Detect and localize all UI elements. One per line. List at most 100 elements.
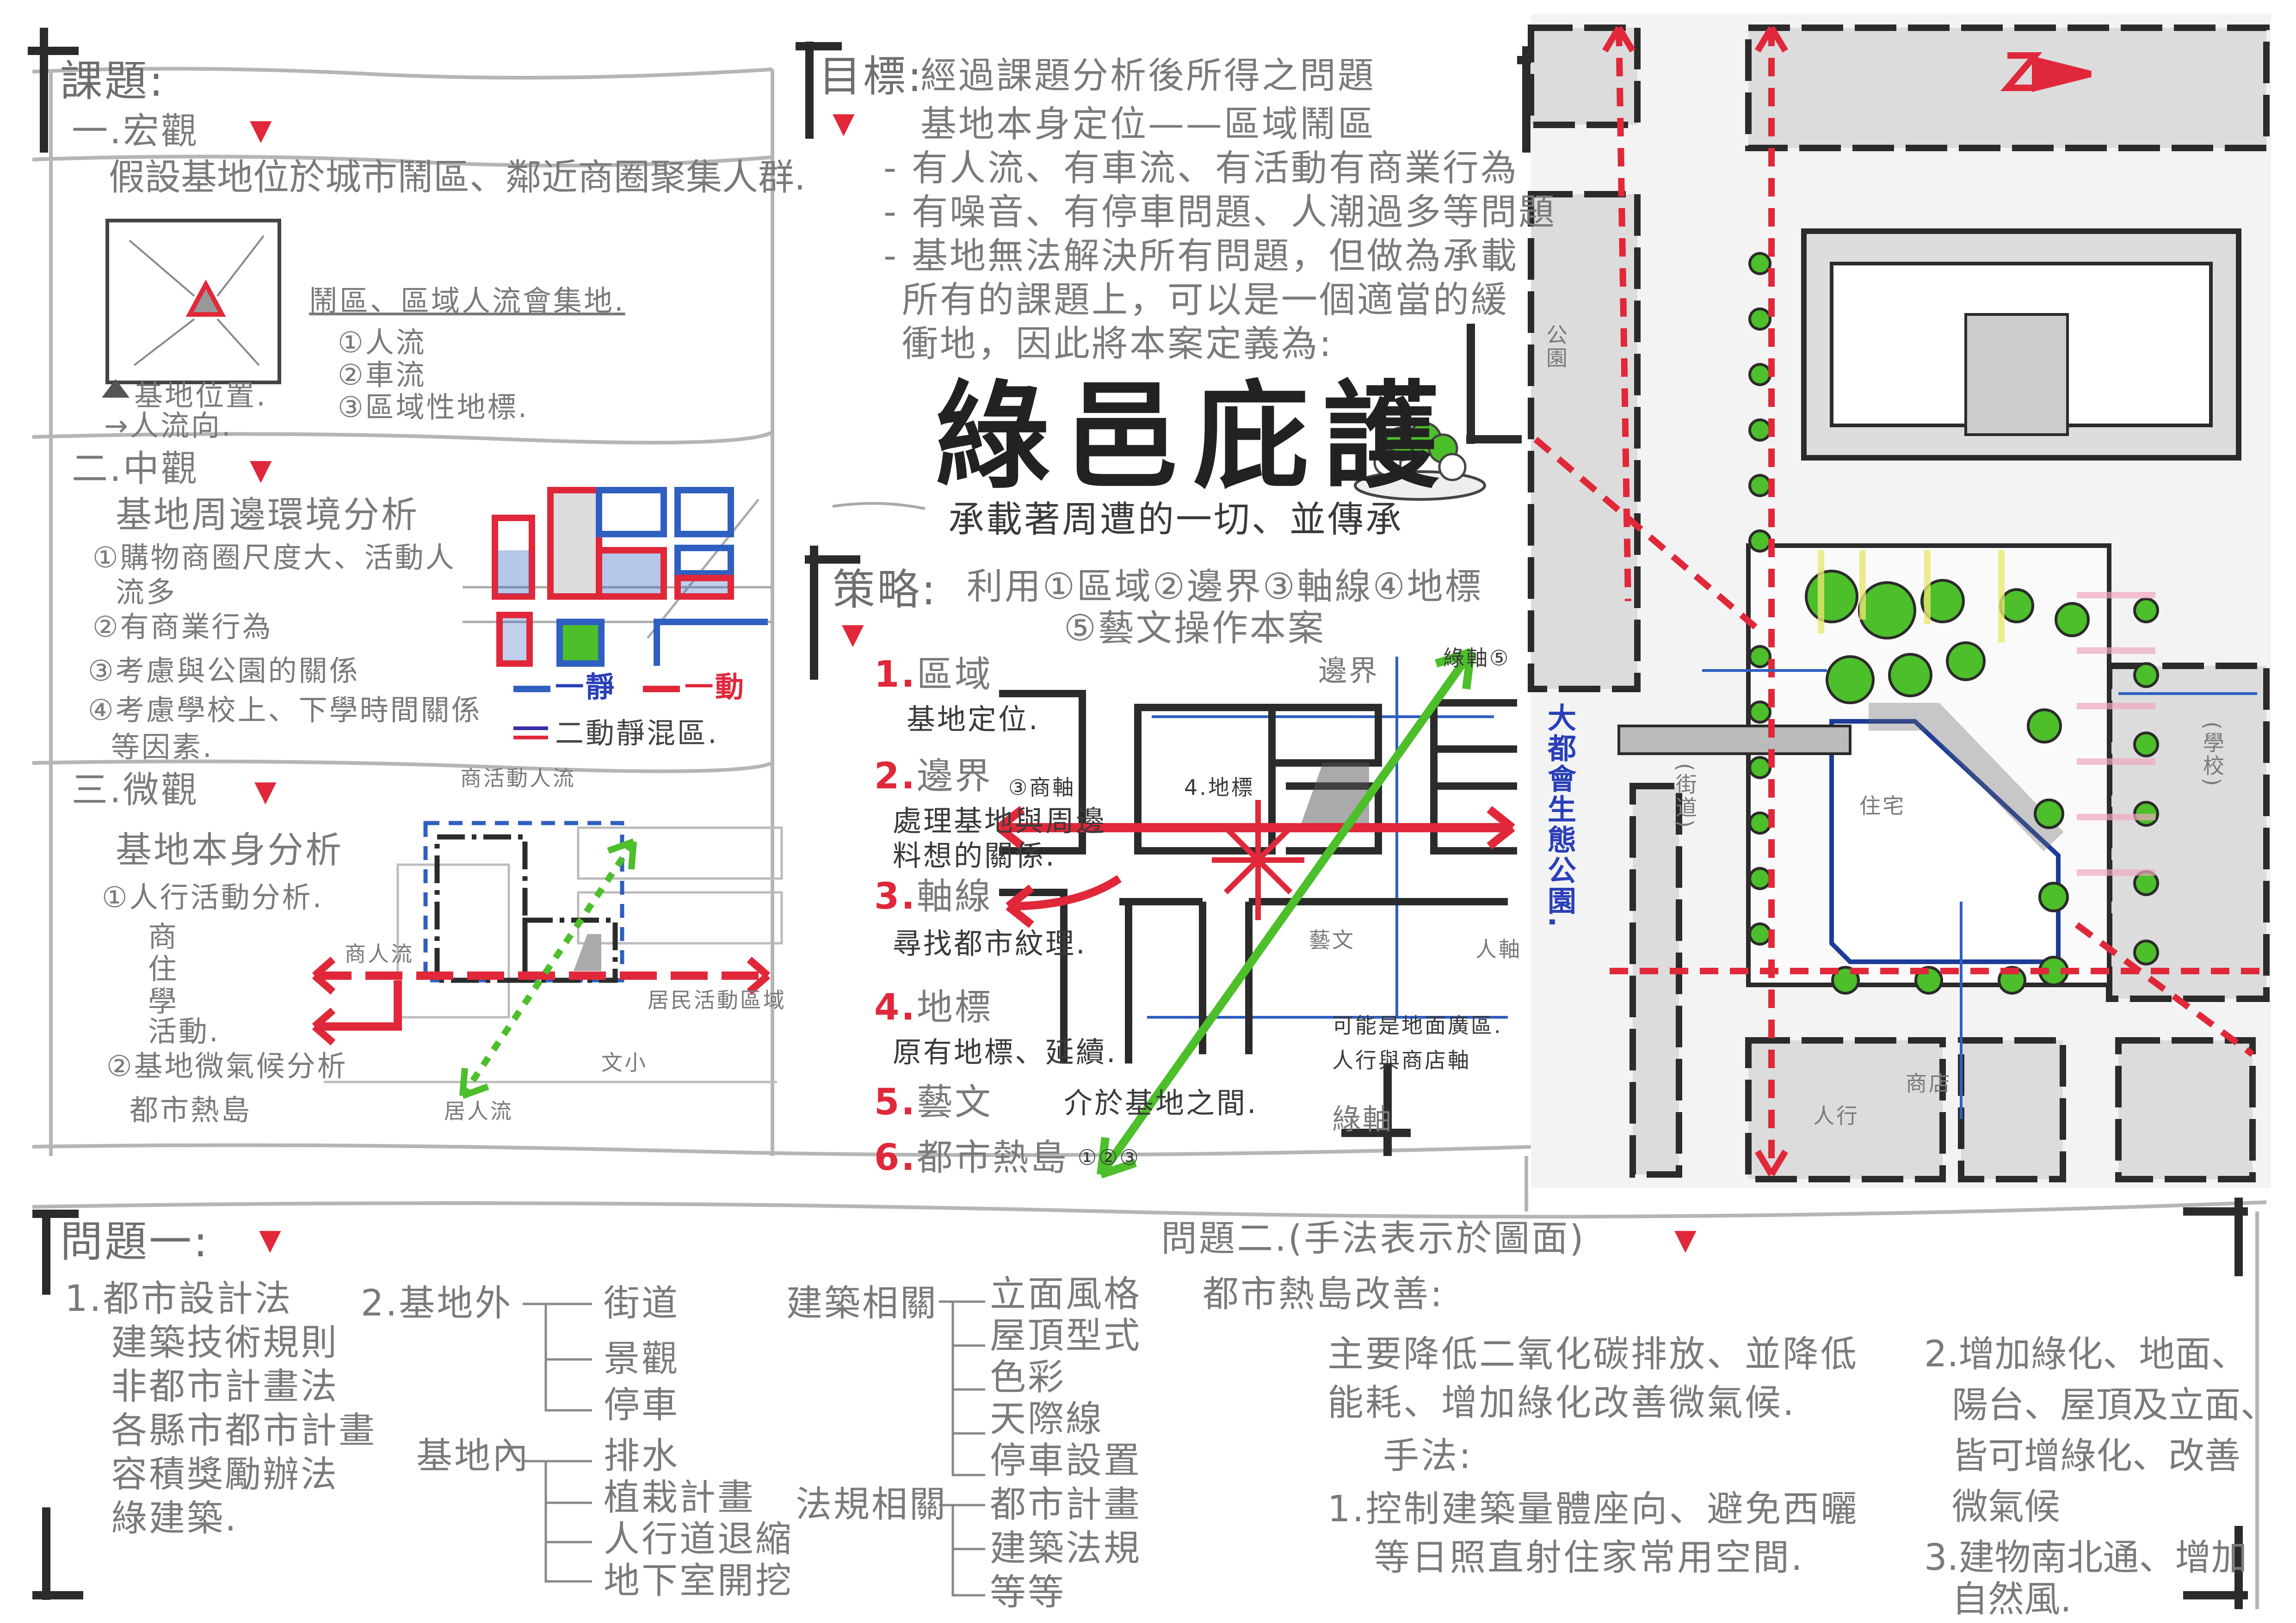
strategy-line: ⑤藝文操作本案	[1064, 608, 1326, 649]
diagram-label: 商人流	[345, 941, 414, 966]
strategy-label: 區域	[916, 654, 993, 695]
arch-item: 立面風格	[990, 1273, 1142, 1315]
project-title: 綠邑庇護	[934, 369, 1452, 504]
diagram-label: 綠軸⑤	[1443, 646, 1511, 670]
law-item: 容積獎勵辦法	[111, 1454, 339, 1495]
problem2-right-line: 皆可增綠化、改善	[1952, 1435, 2241, 1477]
school-label: (學校)	[2200, 721, 2225, 788]
strategy-label: 邊界	[916, 756, 993, 797]
legend-mixed: 二動靜混區.	[555, 716, 719, 750]
strategy-item-1: 1.區域	[874, 657, 993, 693]
meso-item: 等因素.	[111, 730, 214, 764]
goal-line: 經過課題分析後所得之問題	[920, 55, 1376, 97]
park-label: 大都會生態公園.	[1543, 703, 1576, 929]
goal-heading: 目標:	[819, 52, 924, 101]
diagram-label: 居民活動區域	[648, 988, 786, 1013]
diagram-label: 綠軸	[1332, 1102, 1394, 1136]
inside-label: 基地內	[416, 1435, 531, 1477]
meso-item: ①購物商圈尺度大、活動人	[93, 541, 456, 574]
legend-dynamic: 一動	[685, 670, 746, 704]
strategy-desc: 料想的關係.	[893, 839, 1056, 873]
red-marker-icon: ▼	[250, 113, 274, 147]
goal-line: - 有人流、有車流、有活動有商業行為	[883, 148, 1518, 189]
strategy-item-2: 2.邊界	[874, 758, 993, 794]
law-item: 綠建築.	[111, 1498, 238, 1539]
strategy-desc: 尋找都市紋理.	[893, 927, 1087, 960]
law-related-item: 建築法規	[990, 1528, 1142, 1569]
strategy-num: 6.	[874, 1137, 917, 1179]
strategy-label: 軸線	[916, 876, 993, 917]
arch-item: 屋頂型式	[990, 1315, 1142, 1357]
strategy-heading: 策略:	[833, 565, 938, 615]
residential-label: 住宅	[1859, 793, 1906, 818]
micro-tree-item: 學	[148, 984, 179, 1018]
strategy-label: 藝文	[916, 1082, 993, 1123]
arch-item: 停車設置	[990, 1440, 1142, 1482]
macro-item: ①人流	[338, 326, 426, 359]
red-marker-icon: ▼	[250, 453, 274, 486]
arch-item: 色彩	[990, 1357, 1066, 1398]
goal-line: - 基地無法解決所有問題，但做為承載	[883, 235, 1518, 277]
inside-item: 人行道退縮	[604, 1518, 794, 1560]
inside-item: 地下室開挖	[604, 1560, 794, 1602]
problem2-line: 能耗、增加綠化改善微氣候.	[1327, 1382, 1796, 1424]
park-label-small: 公園	[1543, 324, 1568, 370]
strategy-diagram	[996, 648, 1517, 1179]
strategy-item-3: 3.軸線	[874, 879, 993, 915]
strategy-label: 地標	[916, 987, 993, 1028]
diagram-label: 文小	[601, 1050, 648, 1075]
arch-item: 天際線	[990, 1398, 1104, 1440]
meso-block-diagram	[463, 487, 772, 739]
goal-line: - 有噪音、有停車問題、人潮過多等問題	[883, 191, 1556, 233]
red-marker-icon: ▼	[833, 106, 857, 140]
problem2-right-line: 3.建物南北通、增加	[1924, 1537, 2247, 1579]
red-marker-icon: ▼	[254, 774, 278, 808]
diagram-label: 可能是地面廣區.	[1332, 1013, 1503, 1038]
strategy-desc: 基地定位.	[907, 702, 1040, 736]
strategy-item-4: 4.地標	[874, 990, 993, 1026]
micro-diagram	[312, 821, 783, 1099]
micro-tree-item: 商	[148, 920, 179, 953]
outside-label: 2.基地外	[361, 1283, 513, 1324]
problem2-right-line: 微氣候	[1952, 1486, 2061, 1528]
arch-label: 建築相關	[786, 1283, 938, 1324]
diagram-label: ③商軸	[1008, 775, 1076, 800]
law-item: 非都市計畫法	[111, 1366, 339, 1408]
diagram-label: 人行與商店軸	[1332, 1048, 1471, 1073]
problem2-line: 等日照直射住家常用空間.	[1374, 1537, 1804, 1579]
goal-line: 衝地，因此將本案定義為:	[902, 323, 1333, 365]
outside-item: 景觀	[604, 1338, 680, 1380]
meso-subtitle: 基地周邊環境分析	[116, 494, 420, 536]
strategy-num: 2.	[874, 756, 917, 797]
strategy-desc: ①②③	[1078, 1145, 1141, 1170]
meso-title: 二.中觀	[72, 448, 199, 490]
outside-item: 停車	[604, 1384, 680, 1426]
strategy-item-5: 5.藝文	[874, 1084, 993, 1120]
inside-item: 排水	[604, 1435, 680, 1477]
commercial-label: 商店	[1906, 1071, 1952, 1096]
inside-item: 植栽計畫	[604, 1477, 756, 1518]
tree-emblem	[1354, 422, 1486, 501]
strategy-desc: 處理基地與周邊	[893, 804, 1107, 838]
diagram-label: 居人流	[444, 1099, 513, 1124]
law-related-item: 都市計畫	[990, 1484, 1142, 1525]
diagram-label: 邊界	[1318, 654, 1380, 688]
problem2-line: 主要降低二氧化碳排放、並降低	[1327, 1334, 1859, 1375]
strategy-item-6: 6.都市熱島	[874, 1140, 1068, 1176]
goal-line: 基地本身定位——區域鬧區	[920, 104, 1376, 145]
problem2-line: 1.控制建築量體座向、避免西曬	[1327, 1488, 1859, 1530]
micro-item2: ②基地微氣候分析	[106, 1049, 348, 1083]
meso-item: ②有商業行為	[93, 610, 273, 644]
diagram-label: 人軸	[1475, 937, 1522, 962]
macro-text: 假設基地位於城市鬧區、鄰近商圈聚集人群.	[109, 157, 806, 198]
macro-item: ②車流	[338, 358, 426, 392]
street-label: (街道)	[1673, 763, 1697, 830]
micro-item2b: 都市熱島	[130, 1093, 252, 1127]
problem2-sub: 都市熱島改善:	[1203, 1273, 1444, 1315]
macro-site-diagram	[102, 219, 281, 398]
red-marker-icon: ▼	[259, 1223, 283, 1256]
micro-subtitle: 基地本身分析	[116, 830, 344, 871]
legend-flow: →人流向.	[104, 409, 233, 443]
strategy-label: 都市熱島	[916, 1137, 1068, 1179]
meso-item: ④考慮學校上、下學時間關係	[88, 693, 482, 727]
